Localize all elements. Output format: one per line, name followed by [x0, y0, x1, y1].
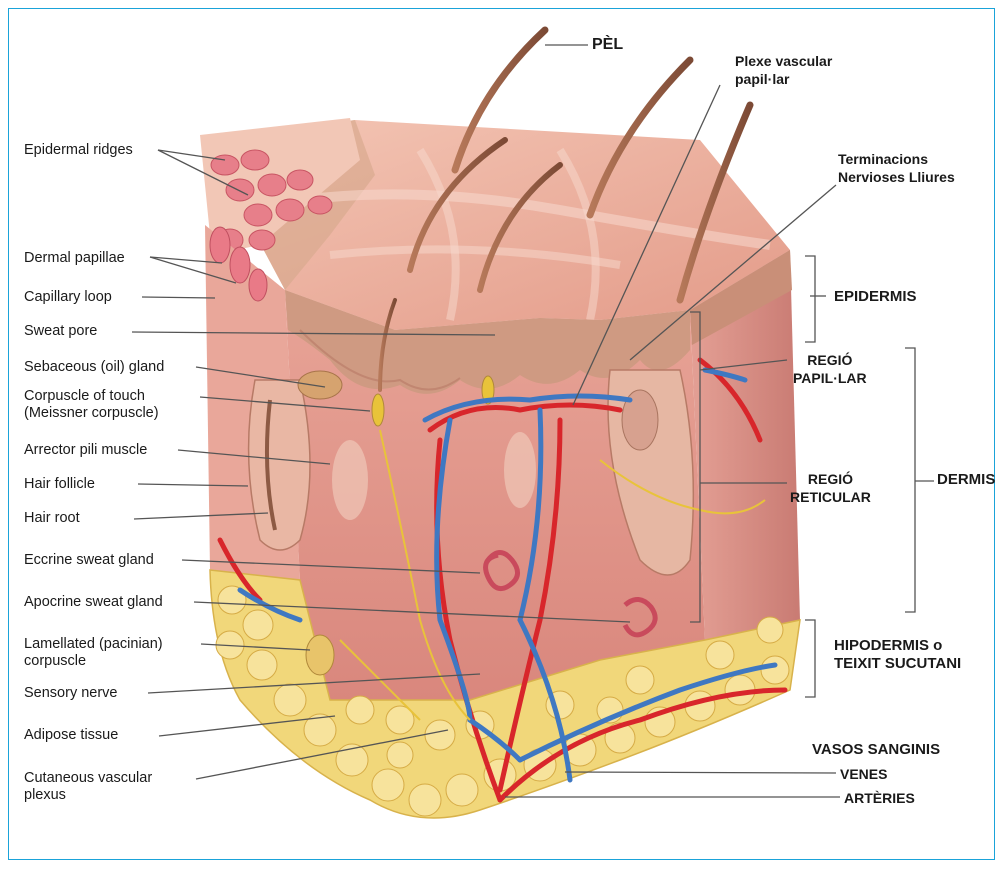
- label-blood-vessels: VASOS SANGINIS: [812, 741, 940, 759]
- label-hypodermis: HIPODERMIS o TEIXIT SUCUTANI: [834, 637, 961, 673]
- label-veins: VENES: [840, 765, 887, 783]
- label-reticular-region: REGIÓ RETICULAR: [790, 470, 871, 506]
- label-sweat-pore: Sweat pore: [24, 323, 97, 340]
- label-hair-follicle: Hair follicle: [24, 476, 95, 493]
- label-sensory-nerve: Sensory nerve: [24, 685, 118, 702]
- label-dermis: DERMIS: [937, 471, 995, 489]
- label-hair: PÈL: [592, 36, 623, 54]
- label-capillary-loop: Capillary loop: [24, 289, 112, 306]
- label-pacinian-corpuscle: Lamellated (pacinian) corpuscle: [24, 636, 163, 670]
- label-arrector-pili-muscle: Arrector pili muscle: [24, 442, 147, 459]
- label-epidermis: EPIDERMIS: [834, 288, 917, 306]
- label-sebaceous-gland: Sebaceous (oil) gland: [24, 359, 164, 376]
- label-papillary-vascular-plexus: Plexe vascular papil·lar: [735, 52, 832, 88]
- label-apocrine-sweat-gland: Apocrine sweat gland: [24, 594, 163, 611]
- dermis-right-face: [690, 250, 800, 640]
- label-epidermal-ridges: Epidermal ridges: [24, 142, 133, 159]
- label-adipose-tissue: Adipose tissue: [24, 727, 118, 744]
- label-cutaneous-vascular-plexus: Cutaneous vascular plexus: [24, 770, 152, 804]
- label-meissner-corpuscle: Corpuscle of touch (Meissner corpuscle): [24, 388, 159, 422]
- label-papillary-region: REGIÓ PAPIL·LAR: [793, 351, 867, 387]
- label-free-nerve-endings: Terminacions Nervioses Lliures: [838, 150, 955, 186]
- label-eccrine-sweat-gland: Eccrine sweat gland: [24, 552, 154, 569]
- label-dermal-papillae: Dermal papillae: [24, 250, 125, 267]
- label-hair-root: Hair root: [24, 510, 80, 527]
- label-arteries: ARTÈRIES: [844, 789, 915, 807]
